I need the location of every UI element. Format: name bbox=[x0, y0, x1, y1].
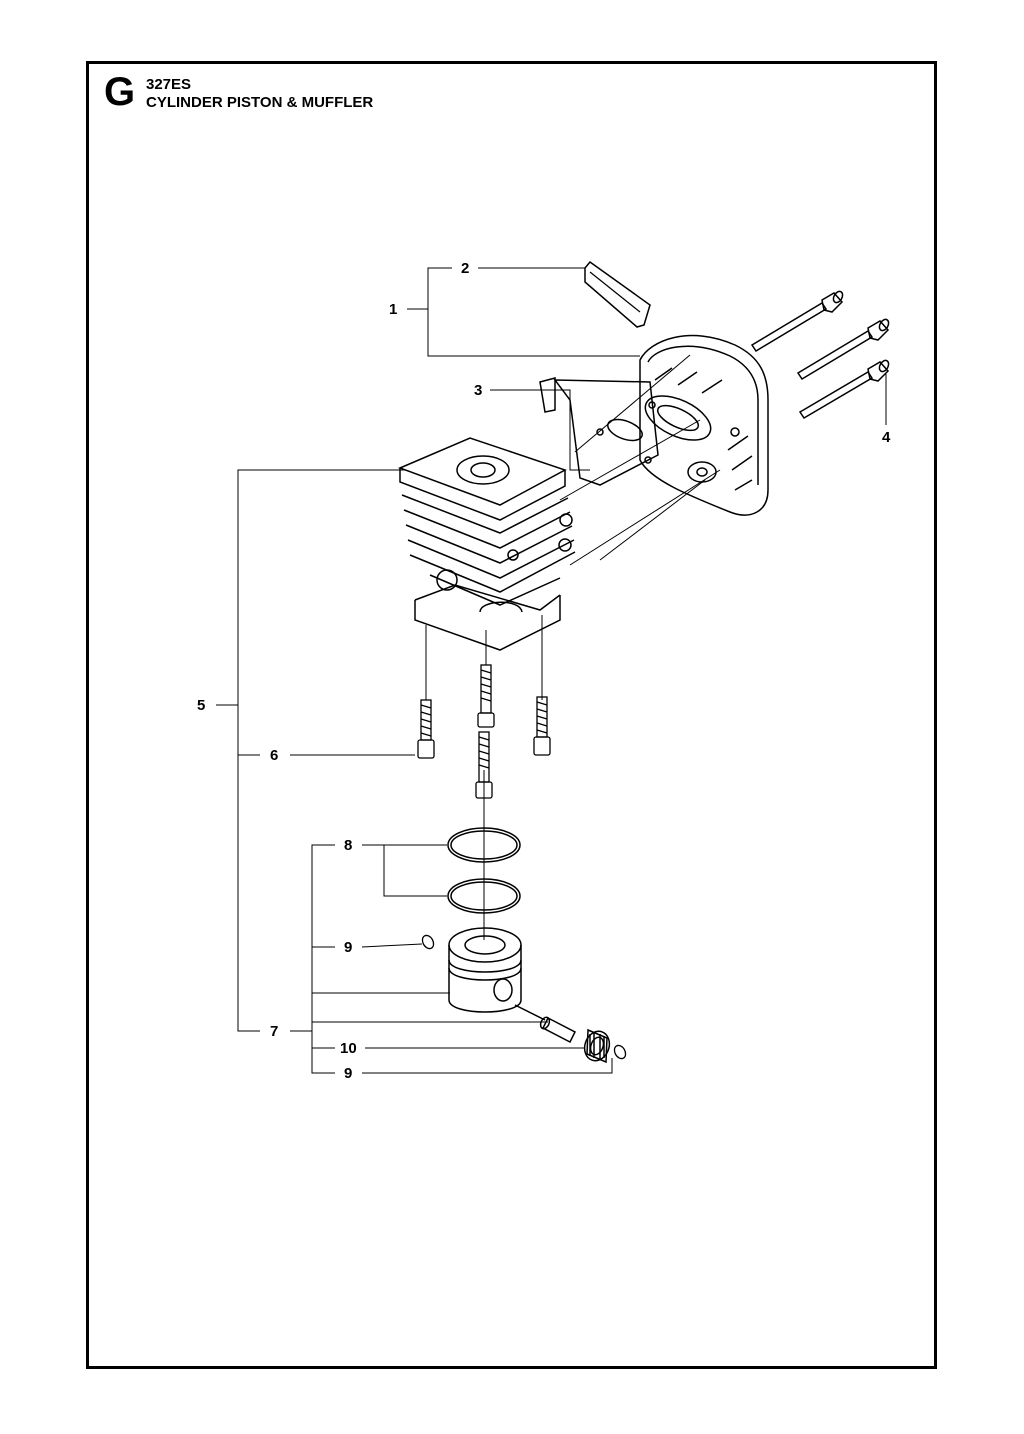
callout-2: 2 bbox=[461, 260, 469, 277]
cylinder-bolt bbox=[417, 699, 435, 759]
piston-ring-lower bbox=[447, 878, 521, 914]
callout-4: 4 bbox=[882, 429, 891, 446]
muffler bbox=[639, 334, 769, 516]
piston-circlips bbox=[421, 934, 627, 1060]
callout-1: 1 bbox=[389, 301, 397, 318]
callout-6: 6 bbox=[270, 747, 278, 764]
cylinder-bolt bbox=[533, 696, 551, 756]
piston-ring-upper bbox=[447, 827, 521, 863]
muffler-bolt bbox=[796, 318, 890, 381]
cylinder-bolt bbox=[477, 664, 495, 728]
page-frame bbox=[86, 61, 937, 1369]
circlip-lower bbox=[613, 1044, 627, 1060]
callout-3: 3 bbox=[474, 382, 482, 399]
section-letter: G bbox=[104, 70, 136, 114]
muffler-gasket bbox=[539, 377, 659, 486]
circlip-upper bbox=[421, 934, 435, 950]
leader-lines bbox=[216, 267, 887, 1074]
callout-8: 8 bbox=[344, 837, 352, 854]
piston-rings bbox=[447, 827, 521, 914]
callout-7: 7 bbox=[270, 1023, 278, 1040]
callout-9-lower: 9 bbox=[344, 1065, 352, 1082]
muffler-bolt bbox=[750, 290, 844, 353]
cylinder bbox=[397, 437, 576, 651]
callout-numbers: 1 2 3 4 5 6 7 8 9 10 9 bbox=[197, 260, 891, 1082]
callout-5: 5 bbox=[197, 697, 205, 714]
callout-9-upper: 9 bbox=[344, 939, 352, 956]
cylinder-bolt bbox=[475, 731, 493, 799]
needle-bearing bbox=[583, 1028, 611, 1064]
page-title: CYLINDER PISTON & MUFFLER bbox=[146, 94, 374, 111]
piston bbox=[448, 927, 522, 1013]
piston-pin bbox=[514, 1004, 577, 1044]
model-number: 327ES bbox=[146, 76, 192, 93]
muffler-bolts bbox=[750, 290, 890, 420]
callout-10: 10 bbox=[340, 1040, 357, 1057]
heat-shield-plate bbox=[584, 260, 651, 328]
cylinder-bolts bbox=[417, 664, 551, 799]
muffler-bolt bbox=[798, 359, 890, 420]
